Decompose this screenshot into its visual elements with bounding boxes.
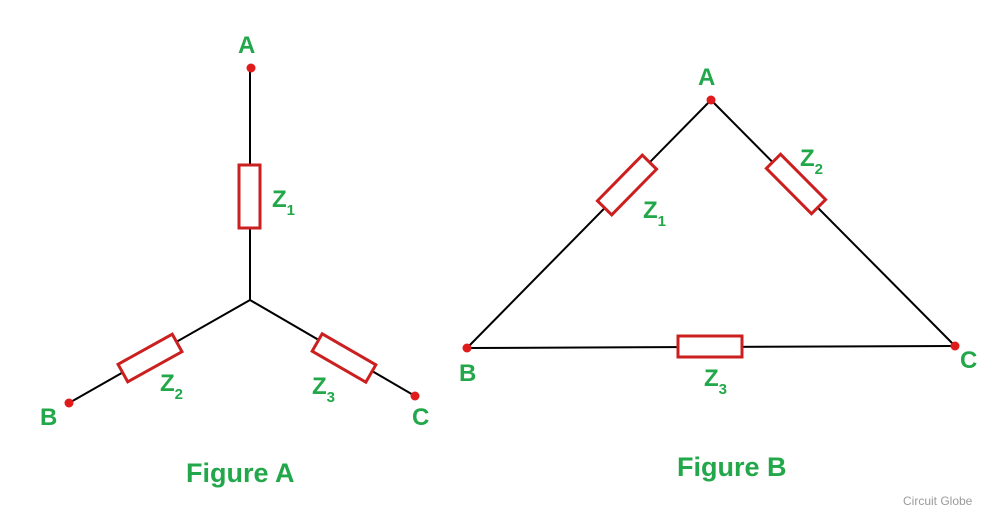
figure-a-node-label-b: B: [40, 404, 57, 431]
figure-a-terminal-a: [246, 63, 256, 73]
figure-a-caption: Figure A: [186, 458, 295, 488]
figure-b-label-z3: Z3: [704, 365, 727, 398]
figure-b-impedance-z1: [595, 153, 659, 217]
figure-a-node-label-a: A: [238, 32, 255, 59]
figure-b-impedance-z3: [676, 334, 744, 359]
figure-a-impedance-z3: [310, 331, 378, 385]
figure-b-impedance-z2: [764, 152, 828, 216]
figure-a-label-z3: Z3: [312, 373, 335, 406]
figure-b-node-label-a: A: [698, 64, 715, 91]
figure-b-label-z2: Z2: [800, 145, 823, 178]
figure-b-node-label-b: B: [459, 360, 476, 387]
figure-a-star-network: A B C Z1 Z2 Z3 Figure A: [40, 32, 429, 488]
figure-a-label-z1: Z1: [272, 186, 295, 219]
watermark-text: Circuit Globe: [903, 494, 973, 508]
figure-b-delta-network: A B C Z1 Z2 Z3 Figure B: [459, 64, 977, 482]
figure-a-impedance-z2: [115, 332, 185, 384]
figure-b-terminal-b: [462, 343, 472, 353]
figure-b-node-label-c: C: [960, 347, 977, 374]
figure-b-wire-ab: [466, 99, 712, 349]
figure-b-terminal-c: [950, 341, 960, 351]
figure-a-node-label-c: C: [412, 404, 429, 431]
figure-a-label-z2: Z2: [160, 370, 183, 403]
figure-b-wire-ac: [710, 99, 956, 347]
figure-a-terminal-b: [64, 398, 74, 408]
figure-b-caption: Figure B: [677, 452, 787, 482]
figure-b-label-z1: Z1: [643, 197, 666, 230]
figure-a-terminal-c: [410, 391, 420, 401]
figure-b-terminal-a: [706, 95, 716, 105]
figure-a-impedance-z1: [237, 163, 262, 230]
